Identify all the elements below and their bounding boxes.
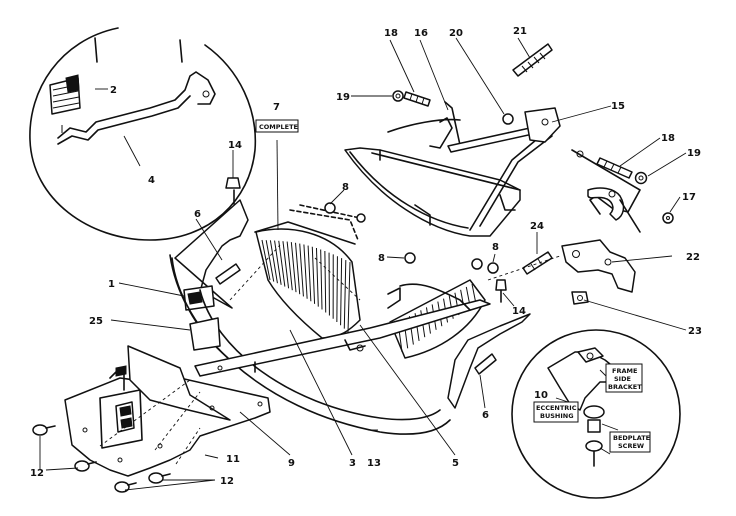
callout-numbers: 2 4 14 7 6 8 8 8 1 25 18 16 20 21 19 15 … bbox=[30, 26, 702, 487]
svg-text:ECCENTRIC: ECCENTRIC bbox=[536, 404, 577, 412]
callout-18-top: 18 bbox=[384, 28, 398, 39]
part-21-pin bbox=[512, 43, 553, 77]
part-16-rocker-bracket bbox=[344, 101, 561, 237]
part-12-screw-c bbox=[114, 481, 137, 493]
callout-16: 16 bbox=[414, 28, 428, 39]
fringe-bristle bbox=[307, 245, 312, 302]
callout-6-left: 6 bbox=[194, 209, 201, 220]
callout-2: 2 bbox=[110, 85, 117, 96]
label-eccentric-bushing: ECCENTRIC BUSHING bbox=[533, 401, 579, 423]
fringe-bristle bbox=[299, 243, 304, 297]
part-6-screw-left bbox=[215, 263, 241, 285]
callout-19-top: 19 bbox=[336, 92, 350, 103]
fringe-bristle bbox=[336, 256, 338, 322]
part-4-spring-arm bbox=[57, 71, 216, 145]
callout-1: 1 bbox=[108, 279, 115, 290]
callout-8-c: 8 bbox=[492, 242, 499, 253]
callout-17: 17 bbox=[682, 192, 696, 203]
leader-lines bbox=[39, 37, 687, 491]
part-12-screw-d bbox=[148, 472, 171, 484]
fringe-bristle bbox=[343, 260, 347, 329]
label-complete: COMPLETE bbox=[255, 119, 299, 133]
detail-circle-left bbox=[29, 27, 257, 241]
callout-21: 21 bbox=[513, 26, 527, 37]
part-14-screw-right bbox=[495, 279, 507, 303]
svg-text:COMPLETE: COMPLETE bbox=[259, 123, 298, 131]
label-bedplate-screw: BEDPLATE SCREW bbox=[609, 431, 651, 453]
callout-22: 22 bbox=[686, 252, 700, 263]
callout-18-right: 18 bbox=[661, 133, 675, 144]
svg-text:SCREW: SCREW bbox=[618, 442, 644, 450]
callout-13: 13 bbox=[367, 458, 381, 469]
svg-text:BRACKET: BRACKET bbox=[608, 383, 642, 391]
callout-12-right: 12 bbox=[220, 476, 234, 487]
part-12-screw-b bbox=[74, 460, 97, 472]
part-9-faceplate bbox=[64, 244, 561, 477]
callout-4: 4 bbox=[148, 175, 155, 186]
fringe-bristle bbox=[340, 258, 343, 326]
fringe-bristle bbox=[269, 240, 278, 284]
fringe-bristle bbox=[290, 242, 297, 293]
fringe-bristle bbox=[347, 261, 351, 333]
callout-20: 20 bbox=[449, 28, 463, 39]
callout-6-right: 6 bbox=[482, 410, 489, 421]
callout-8-b: 8 bbox=[378, 253, 385, 264]
fringe-bristle bbox=[315, 248, 319, 307]
part-2-pad bbox=[49, 74, 81, 115]
fringe-bristle bbox=[324, 251, 327, 313]
part-12-screw-a bbox=[32, 424, 56, 436]
part-17-lever bbox=[571, 149, 674, 233]
part-8-screw-a bbox=[324, 202, 336, 214]
part-6-screw-right bbox=[474, 353, 497, 375]
part-19-nut-top bbox=[392, 90, 404, 102]
part-8-screw-d bbox=[356, 213, 366, 223]
fringe-bristle bbox=[265, 240, 275, 282]
fringe-bristle bbox=[282, 241, 290, 289]
callout-19-right: 19 bbox=[687, 148, 701, 159]
part-right-lower-bracket bbox=[387, 283, 531, 409]
part-7-fringe-guard bbox=[254, 204, 361, 339]
part-18-screw-top bbox=[403, 91, 431, 107]
fringe-bristle bbox=[320, 249, 323, 310]
svg-text:SIDE: SIDE bbox=[614, 375, 631, 383]
fringe-bristle bbox=[311, 246, 316, 304]
part-22-bracket bbox=[561, 239, 636, 293]
fringe-bristle bbox=[261, 239, 271, 281]
callout-5: 5 bbox=[452, 458, 459, 469]
detail-circle-right bbox=[511, 329, 681, 499]
part-8-screw-c bbox=[471, 258, 499, 274]
svg-text:FRAME: FRAME bbox=[612, 367, 637, 375]
callout-12-left: 12 bbox=[30, 468, 44, 479]
part-18-screw-right bbox=[596, 157, 633, 179]
label-frame-side-bracket: FRAME SIDE BRACKET bbox=[605, 363, 643, 393]
callout-9: 9 bbox=[288, 458, 295, 469]
callout-10: 10 bbox=[534, 390, 548, 401]
part-24-screw bbox=[522, 251, 553, 275]
callout-15: 15 bbox=[611, 101, 625, 112]
part-23-nut bbox=[571, 291, 589, 305]
part-20-nut bbox=[502, 113, 514, 125]
callout-23: 23 bbox=[688, 326, 702, 337]
fringe-bristle bbox=[303, 244, 308, 299]
callout-24: 24 bbox=[530, 221, 544, 232]
callout-11: 11 bbox=[226, 454, 240, 465]
callout-3: 3 bbox=[349, 458, 356, 469]
fringe-bristle bbox=[295, 242, 301, 295]
part-19-nut-right bbox=[634, 171, 648, 185]
callout-8-a: 8 bbox=[342, 182, 349, 193]
callout-14-left: 14 bbox=[228, 140, 242, 151]
callout-7: 7 bbox=[273, 102, 280, 113]
svg-text:BUSHING: BUSHING bbox=[540, 412, 574, 420]
fringe-bristle bbox=[274, 240, 282, 285]
callout-14-right: 14 bbox=[512, 306, 526, 317]
fringe-bristle bbox=[286, 241, 293, 291]
part-8-screw-b bbox=[404, 252, 416, 264]
fringe-bristle bbox=[278, 240, 286, 287]
svg-text:BEDPLATE: BEDPLATE bbox=[613, 434, 650, 442]
callout-25: 25 bbox=[89, 316, 103, 327]
part-14-screw-left bbox=[225, 177, 241, 205]
